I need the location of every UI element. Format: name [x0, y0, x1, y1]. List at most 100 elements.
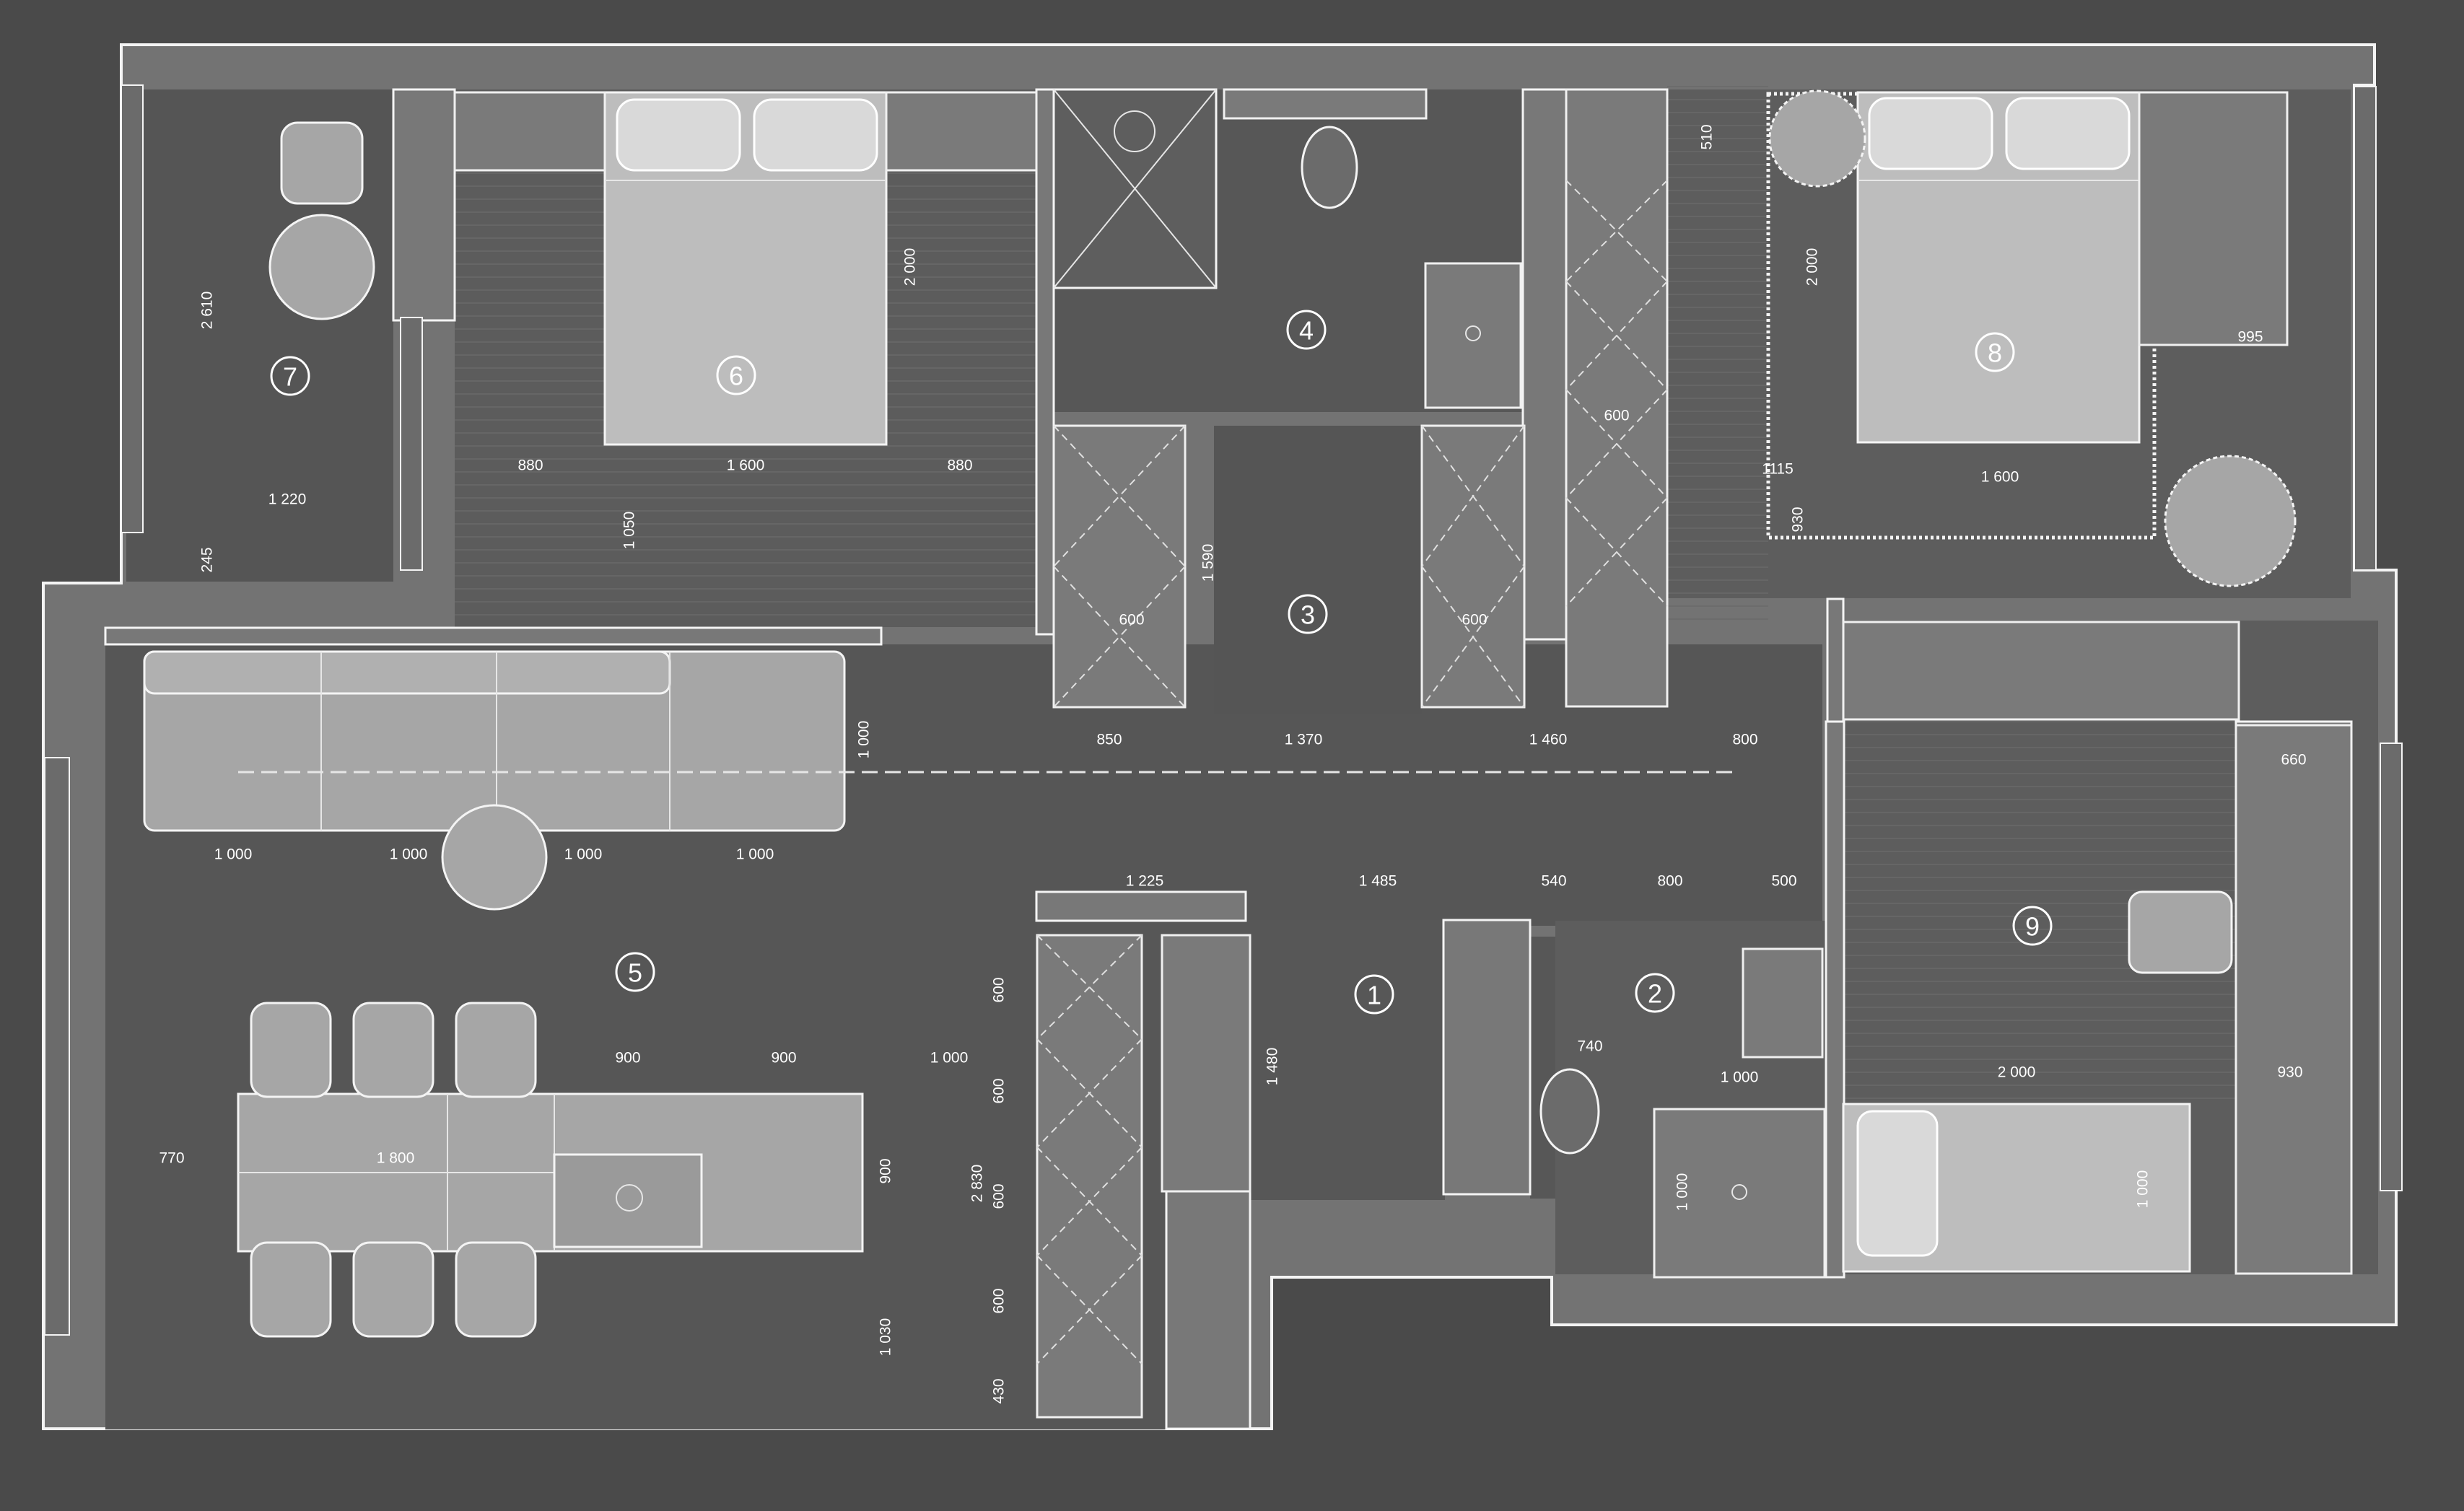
pillow-room-8-right: [2005, 97, 2131, 170]
room-4-fixtures: [1052, 88, 1522, 409]
dimension-row-a: 850: [1096, 732, 1122, 748]
window-room-5: [44, 757, 70, 1336]
coffee-table: [441, 804, 548, 911]
dining-chair: [455, 1002, 537, 1098]
dimension-island-len: 1 800: [377, 1150, 415, 1167]
room-2-fixtures: [1539, 947, 1826, 1279]
dimension-sofa-1: 1 000: [214, 846, 253, 863]
dimension-r8-left: 1115: [1762, 461, 1794, 478]
wall-1-2: [1442, 919, 1532, 1196]
room-marker-5: 5: [615, 952, 655, 992]
room-6-furniture: [453, 91, 1038, 446]
wardrobe-room-8: [1565, 88, 1669, 708]
desk-room-9: [2234, 724, 2353, 1275]
dimension-sofa-2: 1 000: [390, 846, 428, 863]
dimension-wc-w: 740: [1577, 1038, 1602, 1055]
dimension-r7-gap: 245: [199, 547, 216, 572]
room-number: 1: [1367, 981, 1381, 1010]
round-chair-room-8: [2164, 455, 2297, 587]
dimension-island-b: 900: [771, 1050, 796, 1067]
room-number: 3: [1301, 600, 1315, 630]
room-number: 5: [628, 958, 642, 988]
dining-chair: [352, 1241, 434, 1338]
room-number: 7: [283, 362, 297, 392]
dimension-r7-width: 1 220: [268, 491, 307, 508]
dimension-r9-bed: 2 000: [1998, 1064, 2036, 1081]
window-room-8: [2354, 86, 2377, 571]
dimension-shower-d: 1 000: [1674, 1173, 1691, 1212]
room-8-furniture: [1565, 88, 2297, 708]
dimension-row-c: 1 460: [1529, 732, 1568, 748]
dimension-row-b: 1 370: [1285, 732, 1323, 748]
dimension-island-left: 770: [159, 1150, 184, 1167]
shower-room-2: [1653, 1108, 1826, 1279]
dimension-r8-bed-len: 2 000: [1804, 248, 1821, 286]
dimension-sofa-depth: 1 000: [856, 721, 873, 759]
pillow-room-9: [1856, 1110, 1939, 1257]
dimension-row-d: 800: [1732, 732, 1757, 748]
dimension-hall-d: 800: [1657, 873, 1682, 890]
dimension-r9-right: 930: [2277, 1064, 2302, 1081]
dimension-r3-cab-left: 600: [1119, 612, 1144, 629]
window-room-7-side: [400, 317, 423, 571]
wall-8-9: [1826, 597, 1845, 723]
dimension-hall-a: 1 225: [1126, 873, 1164, 890]
dimension-cab-3: 600: [991, 1183, 1008, 1209]
dimension-r9-bed-w: 1 000: [2135, 1170, 2151, 1209]
dining-chair: [250, 1241, 332, 1338]
dimension-island-c: 1 000: [930, 1050, 969, 1067]
dimension-hall-e: 500: [1771, 873, 1796, 890]
sofa-back: [143, 650, 671, 695]
room-number: 4: [1299, 316, 1314, 346]
dining-chair: [455, 1241, 537, 1338]
room-marker-2: 2: [1635, 973, 1675, 1013]
cabinet-right-room-3: [1420, 424, 1526, 709]
room-7-furniture: [268, 121, 375, 320]
room-number: 8: [1988, 338, 2002, 368]
room-marker-7: 7: [270, 356, 310, 396]
shower-drain-icon: [1731, 1184, 1747, 1200]
pillow-room-6-left: [616, 98, 741, 172]
sink-room-2: [1742, 947, 1824, 1059]
dimension-r7-length: 2 610: [199, 292, 216, 330]
room-9-furniture: [1842, 621, 2353, 1275]
toilet-room-4: [1301, 126, 1358, 209]
chair-room-9: [2128, 890, 2233, 974]
wall-2-9: [1825, 720, 1845, 1279]
dimension-sofa-4: 1 000: [736, 846, 774, 863]
dimension-sofa-3: 1 000: [564, 846, 603, 863]
toilet-room-2: [1539, 1068, 1600, 1155]
dining-chair: [352, 1002, 434, 1098]
dimension-r8-bed: 1 600: [1981, 469, 2019, 486]
dimension-r6-clear: 1 050: [621, 512, 638, 550]
desk-room-8: [2138, 91, 2289, 346]
dimension-cab-total: 2 830: [969, 1165, 986, 1203]
floorboard-hatch: [455, 86, 2236, 1099]
dimension-island-w: 900: [878, 1158, 894, 1183]
dimension-r6-left: 880: [517, 457, 543, 474]
coat-closet-hall: [1161, 934, 1251, 1193]
wall-6-5: [104, 626, 883, 646]
room-5-furniture: [143, 650, 864, 1338]
room-marker-8: 8: [1975, 332, 2015, 372]
room-marker-4: 4: [1286, 310, 1327, 350]
dimension-island-clear: 1 030: [878, 1318, 894, 1357]
dimension-cab-2: 600: [991, 1078, 1008, 1103]
dimension-r3-cab-right: 600: [1462, 612, 1487, 629]
room-3-cabinets: [1052, 424, 1526, 709]
nightstand-right-room-6: [885, 91, 1038, 172]
wall-hall-top: [1035, 890, 1247, 922]
dining-chair: [250, 1002, 332, 1098]
bookshelf-room-9: [1842, 621, 2240, 721]
wall-6-4: [1035, 88, 1055, 636]
dining-chairs: [250, 1002, 537, 1338]
room-number: 6: [729, 362, 743, 391]
cabinet-left-room-3: [1052, 424, 1187, 709]
dimension-cab-5: 430: [991, 1378, 1008, 1403]
dimension-r8-bottom: 930: [1790, 507, 1807, 532]
pillow-room-8-left: [1868, 97, 1993, 170]
round-stool-room-8: [1768, 89, 1866, 188]
dimension-r8-top: 510: [1699, 124, 1716, 149]
